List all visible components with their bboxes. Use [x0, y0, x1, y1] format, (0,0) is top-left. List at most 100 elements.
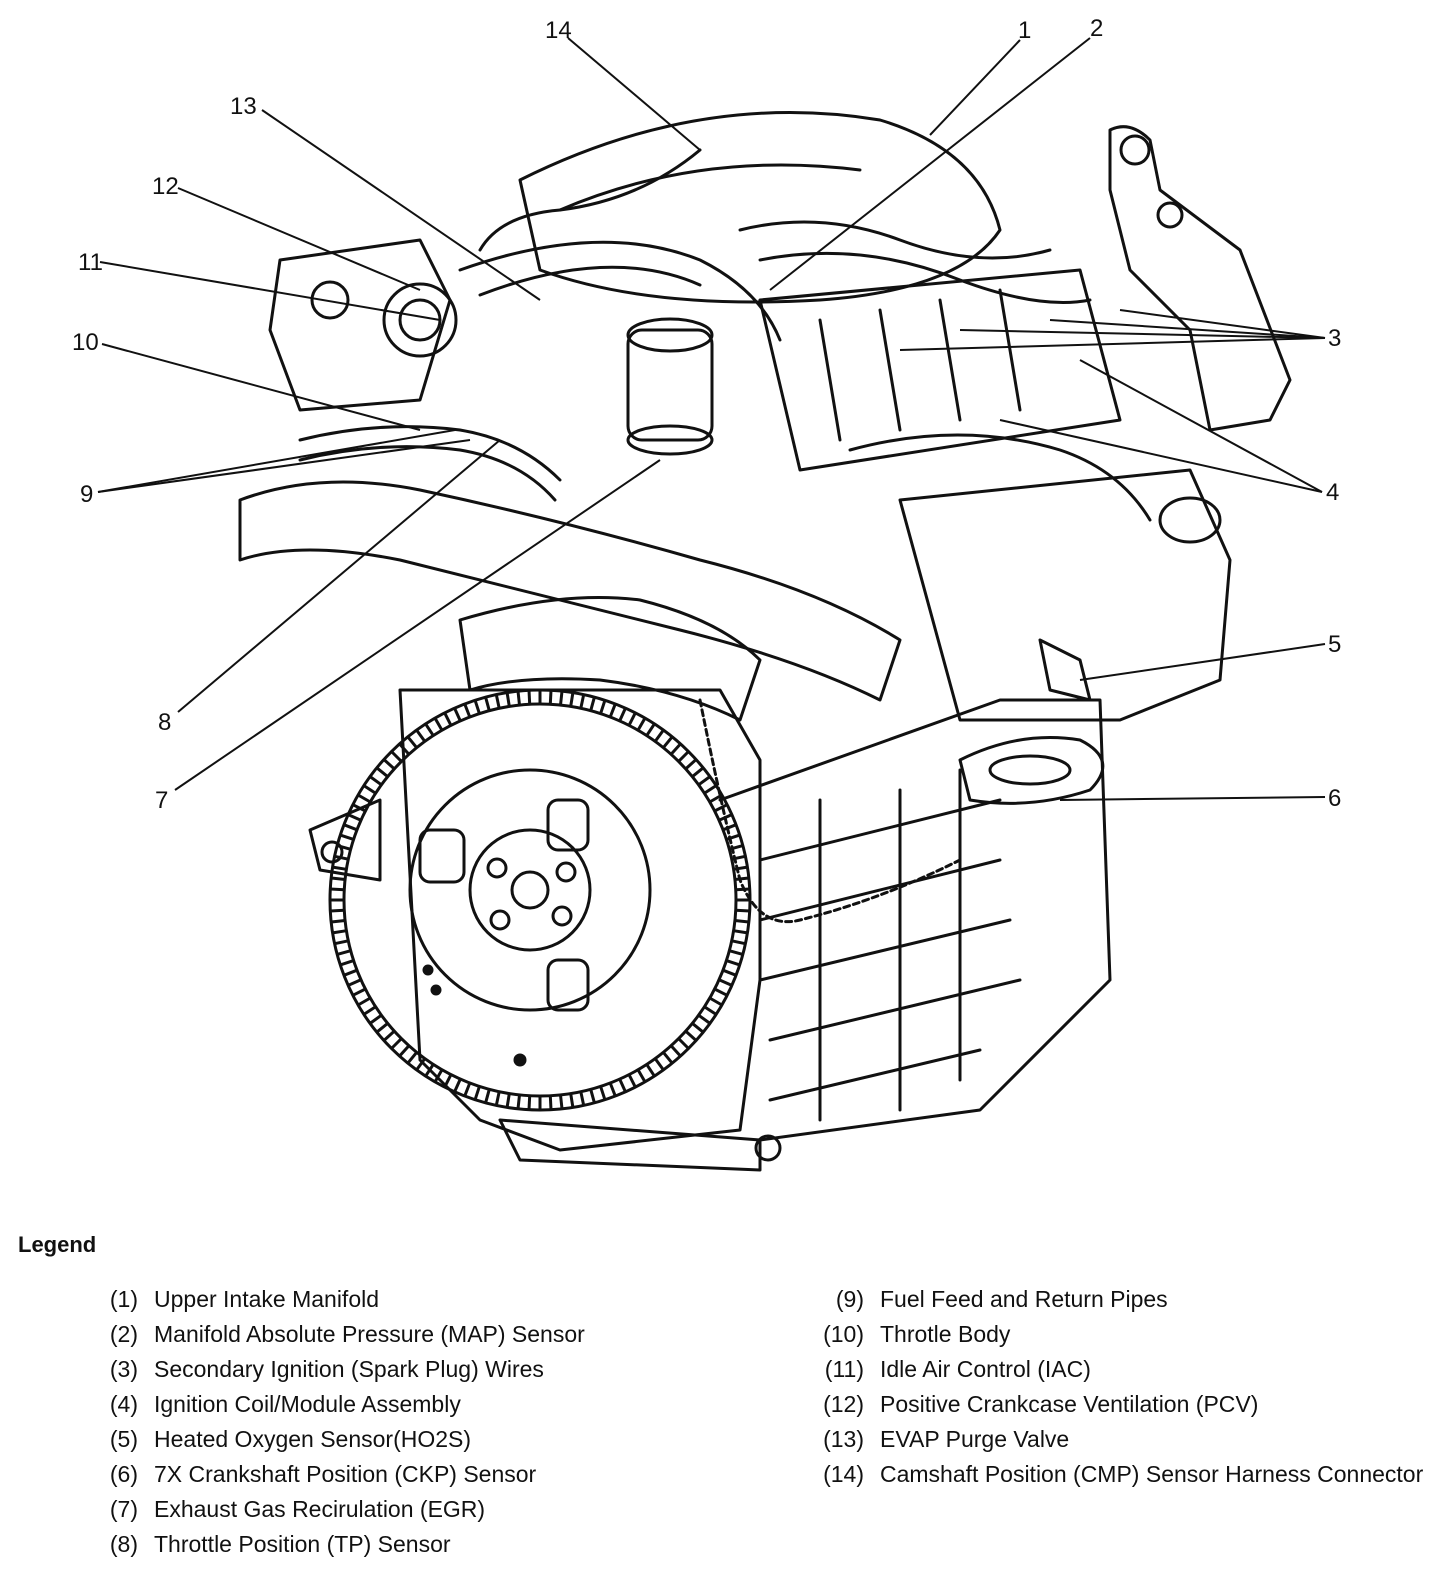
callout-4: 4 — [1326, 479, 1339, 506]
legend-item-text: Exhaust Gas Recirulation (EGR) — [154, 1496, 486, 1522]
legend-item: (7)Exhaust Gas Recirulation (EGR) — [80, 1492, 760, 1527]
flywheel-tooth — [636, 1068, 647, 1083]
flywheel-tooth — [669, 1044, 682, 1058]
flywheel-tooth — [375, 766, 389, 778]
flywheel-tooth — [390, 1037, 403, 1050]
legend-item: (14)Camshaft Position (CMP) Sensor Harne… — [806, 1457, 1446, 1492]
flywheel-tooth — [653, 729, 665, 743]
flywheel-tooth — [697, 775, 711, 787]
flywheel-tooth — [722, 823, 737, 832]
legend-item: (6) 7X Crankshaft Position (CKP) Sensor — [80, 1457, 760, 1492]
flywheel-tooth — [484, 696, 491, 712]
flywheel-tooth — [516, 691, 521, 706]
legend-item-number: (14) — [823, 1461, 864, 1487]
legend-item-number: (11) — [824, 1356, 864, 1382]
flywheel-tooth — [733, 865, 748, 871]
flywheel-tooth — [357, 996, 372, 1007]
flywheel-tooth — [627, 712, 637, 727]
flywheel-tooth — [484, 1088, 491, 1104]
legend-item-text: 7X Crankshaft Position (CKP) Sensor — [154, 1461, 537, 1487]
flywheel-tooth — [473, 699, 481, 715]
legend-item-number: (12) — [823, 1391, 864, 1417]
callout-7: 7 — [155, 787, 168, 814]
flywheel-tooth — [569, 1093, 575, 1108]
flywheel-tooth — [343, 968, 358, 977]
flywheel-tooth — [653, 1057, 665, 1071]
legend-item-text: Heated Oxygen Sensor(HO2S) — [154, 1426, 472, 1452]
flywheel-tooth — [627, 1073, 637, 1088]
flywheel-tooth — [463, 1082, 472, 1097]
legend-item: (9)Fuel Feed and Return Pipes — [806, 1282, 1446, 1317]
flywheel-tooth — [662, 735, 674, 749]
flywheel-tooth — [390, 750, 403, 763]
flywheel-tooth — [684, 1029, 698, 1042]
flywheel-tooth — [336, 844, 352, 851]
legend-item: (4)Ignition Coil/Module Assembly — [80, 1387, 760, 1422]
flywheel-tooth — [494, 1091, 501, 1106]
legend-column-left: (1)Upper Intake Manifold (2)Manifold Abs… — [80, 1282, 760, 1562]
flywheel-tooth — [505, 692, 511, 707]
flywheel-tooth — [382, 758, 396, 771]
legend-item: (5)Heated Oxygen Sensor(HO2S) — [80, 1422, 760, 1457]
flywheel-tooth — [453, 1078, 462, 1093]
flywheel-tooth — [669, 742, 682, 756]
flywheel-tooth — [677, 1037, 690, 1050]
flywheel-tooth — [406, 735, 418, 749]
flywheel-tooth — [589, 696, 596, 712]
legend-item-text: Upper Intake Manifold — [154, 1286, 380, 1312]
flywheel-tooth — [331, 919, 346, 924]
callout-2: 2 — [1090, 15, 1103, 42]
flywheel-tooth — [731, 939, 746, 946]
flywheel-tooth — [718, 813, 733, 822]
flywheel-tooth — [728, 949, 744, 956]
legend-item-text: Fuel Feed and Return Pipes — [880, 1286, 1168, 1312]
legend-column-right: (9)Fuel Feed and Return Pipes (10) Throtl… — [806, 1282, 1446, 1492]
legend-item-number: (13) — [823, 1426, 864, 1452]
callout-9: 9 — [80, 481, 93, 508]
legend-item-number: (1) — [109, 1286, 138, 1312]
flywheel-tooth — [375, 1022, 389, 1034]
flywheel-tooth — [443, 1073, 453, 1088]
flywheel-tooth — [569, 692, 575, 707]
flywheel-tooth — [398, 1044, 411, 1058]
flywheel-tooth — [505, 1093, 511, 1108]
flywheel-tooth — [347, 813, 362, 822]
flywheel-tooth — [424, 1063, 435, 1077]
flywheel-tooth — [339, 959, 355, 967]
flywheel-tooth — [398, 742, 411, 756]
flywheel-tooth — [589, 1088, 596, 1104]
flywheel-tooth — [618, 1078, 627, 1093]
leader-lines — [97, 37, 1326, 801]
flywheel-tooth — [433, 717, 444, 732]
callout-12: 12 — [152, 173, 179, 200]
flywheel-tooth — [433, 1068, 444, 1083]
callout-8: 8 — [158, 709, 171, 736]
legend-item: (13) EVAP Purge Valve — [806, 1422, 1446, 1457]
flywheel-tooth — [579, 1091, 586, 1106]
flywheel-tooth — [347, 978, 362, 987]
flywheel-tooth — [453, 707, 462, 722]
flywheel-tooth — [331, 876, 346, 881]
legend-item-text: Throtle Body — [880, 1321, 1011, 1347]
flywheel-tooth — [599, 1085, 607, 1101]
flywheel-tooth — [733, 929, 748, 935]
flywheel-tooth — [334, 854, 349, 861]
legend-item-number: (10) — [823, 1321, 864, 1347]
flywheel-tooth — [559, 691, 564, 706]
flywheel-tooth — [731, 854, 746, 861]
flywheel-tooth — [703, 784, 717, 795]
legend-item-number: (6) — [109, 1461, 138, 1487]
flywheel-tooth — [728, 844, 744, 851]
flywheel-tooth — [718, 978, 733, 987]
flywheel-tooth — [443, 712, 453, 727]
flywheel-tooth — [382, 1029, 396, 1042]
legend-item-text: Throttle Position (TP) Sensor — [154, 1531, 451, 1557]
legend-title: Legend — [18, 1232, 97, 1257]
flywheel-tooth — [645, 1063, 656, 1077]
flywheel-tooth — [334, 939, 349, 946]
flywheel-tooth — [559, 1094, 564, 1109]
legend-item-text: EVAP Purge Valve — [880, 1426, 1070, 1452]
engine-diagram: 1 2 3 4 5 6 7 8 9 10 11 12 13 14 — [72, 15, 1341, 1172]
flywheel-tooth — [352, 803, 367, 813]
legend-item-text: Positive Crankcase Ventilation (PCV) — [880, 1391, 1259, 1417]
